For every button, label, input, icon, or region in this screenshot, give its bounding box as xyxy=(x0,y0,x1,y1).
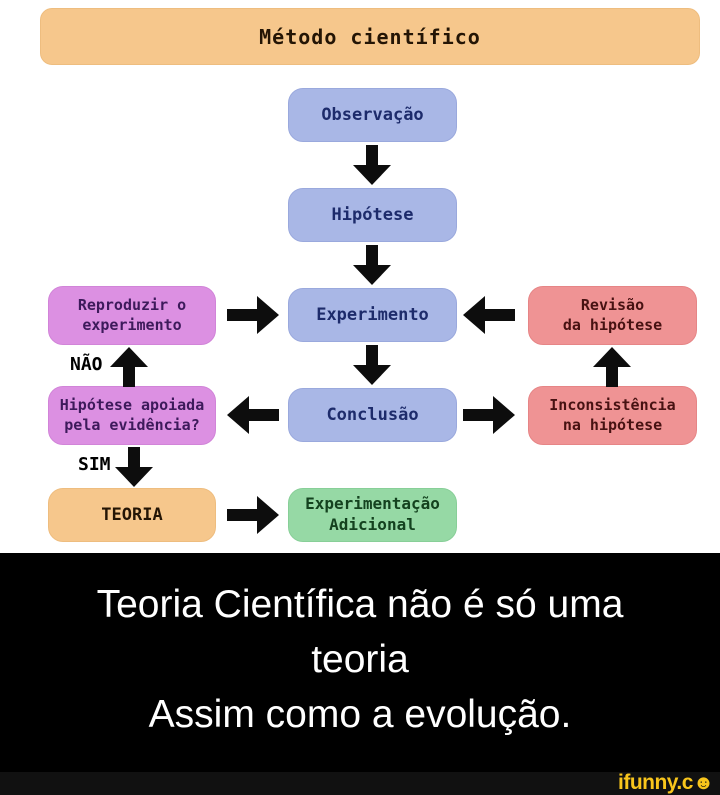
caption-area: Teoria Científica não é só uma teoria As… xyxy=(0,553,720,795)
node-observacao: Observação xyxy=(288,88,457,142)
smiley-icon: ☻ xyxy=(692,772,714,794)
ifunny-watermark-text: ifunny.c xyxy=(618,771,693,794)
node-reproduzir-experimento: Reproduzir o experimento xyxy=(48,286,216,345)
arrow-left-icon xyxy=(227,396,279,434)
arrow-left-icon xyxy=(463,296,515,334)
arrow-right-icon xyxy=(463,396,515,434)
caption-text: Teoria Científica não é só uma teoria As… xyxy=(0,577,720,742)
node-experimento: Experimento xyxy=(288,288,457,342)
node-hipotese-apoiada: Hipótese apoiada pela evidência? xyxy=(48,386,216,445)
arrow-up-icon xyxy=(593,347,631,387)
arrow-down-icon xyxy=(353,245,391,285)
arrow-up-icon xyxy=(110,347,148,387)
node-inconsistencia-hipotese: Inconsistência na hipótese xyxy=(528,386,697,445)
watermark-bar xyxy=(0,772,720,795)
arrow-right-icon xyxy=(227,296,279,334)
node-teoria: TEORIA xyxy=(48,488,216,542)
ifunny-watermark: ifunny.c☻ xyxy=(618,771,714,795)
caption-line-3: Assim como a evolução. xyxy=(148,693,572,736)
node-conclusao: Conclusão xyxy=(288,388,457,442)
node-revisao-hipotese: Revisão da hipótese xyxy=(528,286,697,345)
arrow-down-icon xyxy=(115,447,153,487)
edge-label-nao: NÃO xyxy=(70,354,103,375)
caption-line-2: teoria xyxy=(311,638,409,681)
arrow-down-icon xyxy=(353,145,391,185)
arrow-down-icon xyxy=(353,345,391,385)
node-hipotese: Hipótese xyxy=(288,188,457,242)
title-banner: Método científico xyxy=(40,8,700,65)
caption-line-1: Teoria Científica não é só uma xyxy=(96,583,624,626)
edge-label-sim: SIM xyxy=(78,454,111,475)
arrow-right-icon xyxy=(227,496,279,534)
node-experimentacao-adicional: Experimentação Adicional xyxy=(288,488,457,542)
